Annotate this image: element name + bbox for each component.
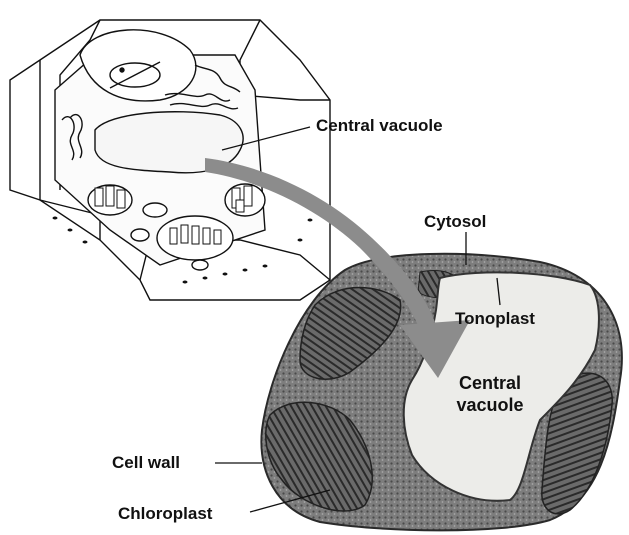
label-cytosol: Cytosol: [424, 212, 486, 232]
label-tonoplast: Tonoplast: [455, 309, 535, 329]
label-central-line2: vacuole: [435, 394, 545, 416]
label-chloroplast: Chloroplast: [118, 504, 212, 524]
label-central-vacuole: Central vacuole: [316, 116, 443, 136]
label-cell-wall: Cell wall: [112, 453, 180, 473]
plant-cell-drawing: [10, 20, 330, 300]
label-central-vacuole-micrograph: Central vacuole: [435, 372, 545, 416]
label-central-line1: Central: [435, 372, 545, 394]
